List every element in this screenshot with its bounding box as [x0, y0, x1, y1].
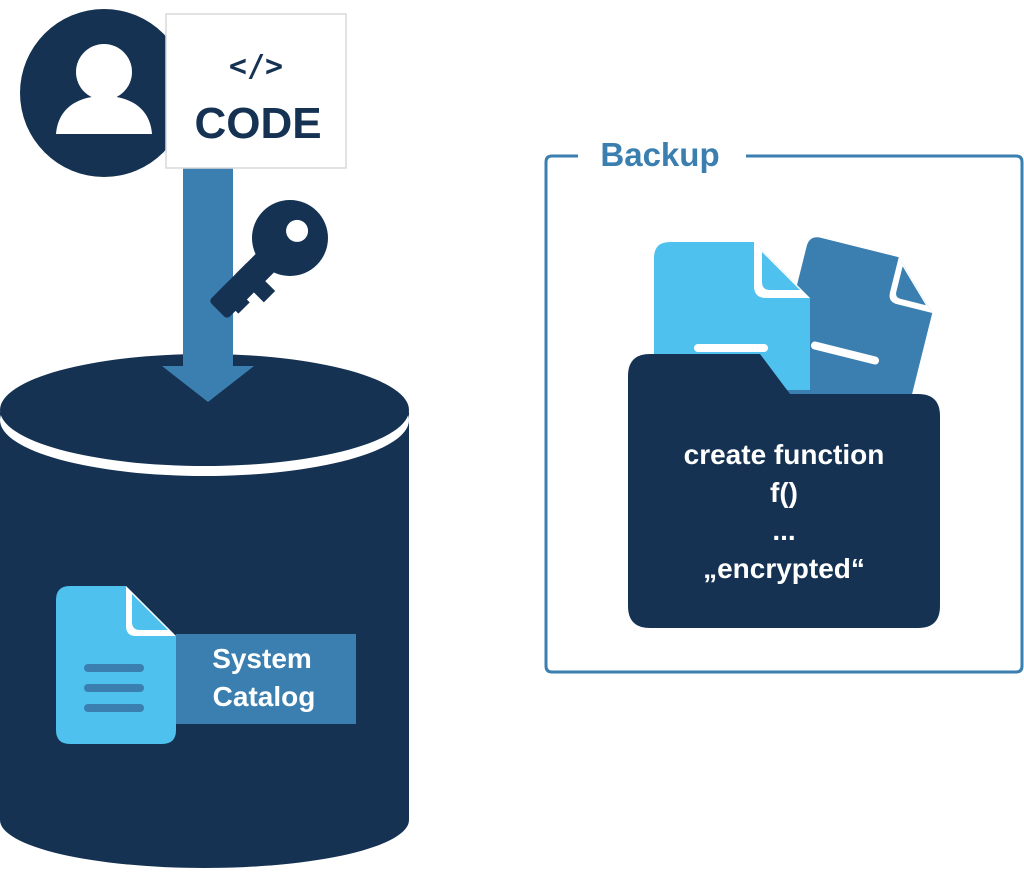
key-icon [210, 200, 328, 318]
code-box: </> CODE [165, 13, 347, 169]
backup-title: Backup [600, 136, 719, 173]
catalog-label-line2: Catalog [213, 681, 316, 712]
catalog-label-bg [176, 634, 356, 724]
backup-line-4: „encrypted“ [703, 553, 865, 584]
catalog-label-line1: System [212, 643, 312, 674]
database-icon [0, 354, 409, 868]
arrow-down-icon [162, 166, 254, 402]
code-label: CODE [194, 99, 321, 148]
system-catalog: System Catalog [56, 586, 356, 744]
backup-frame: Backup [544, 136, 1024, 674]
backup-line-1: create function [684, 439, 885, 470]
document-icon [654, 242, 810, 390]
document-icon [770, 237, 933, 433]
document-icon [56, 586, 176, 744]
user-icon [20, 9, 188, 177]
folder-icon [628, 354, 940, 628]
backup-line-2: f() [770, 477, 798, 508]
code-icon: </> [229, 49, 283, 84]
backup-line-3: ... [772, 515, 795, 546]
backup-documents [654, 237, 933, 433]
backup-code-text: create function f() ... „encrypted“ [684, 439, 885, 584]
